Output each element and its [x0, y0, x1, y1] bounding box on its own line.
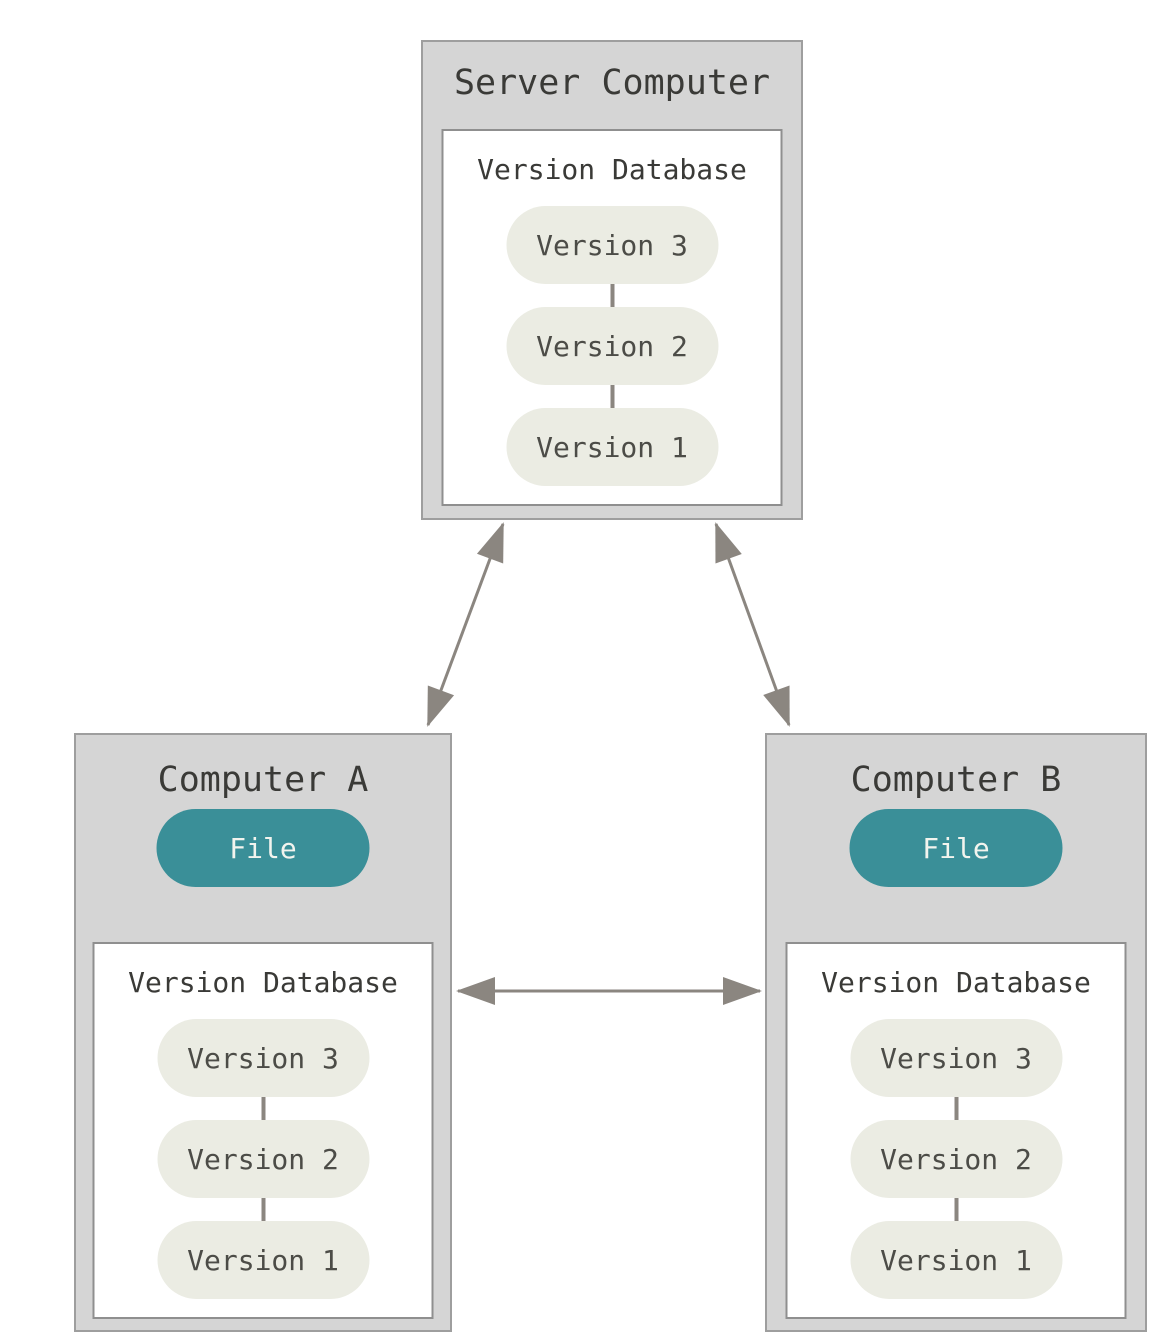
- computer-b-title: Computer B: [850, 760, 1062, 800]
- computer-b-version-database-box: Version Database Version 3 Version 2 Ver…: [785, 942, 1127, 1319]
- version-pill: Version 1: [850, 1221, 1062, 1299]
- version-pill: Version 2: [506, 307, 718, 385]
- version-pill: Version 3: [157, 1019, 369, 1097]
- version-pill: Version 2: [157, 1120, 369, 1198]
- version-pill: Version 3: [506, 206, 718, 284]
- server-computer-box: Server Computer Version Database Version…: [421, 40, 803, 520]
- version-link-line: [610, 284, 614, 307]
- server-version-database-box: Version Database Version 3 Version 2 Ver…: [441, 129, 783, 506]
- file-pill: File: [849, 809, 1063, 887]
- file-pill: File: [156, 809, 370, 887]
- computer-a-version-database-box: Version Database Version 3 Version 2 Ver…: [92, 942, 434, 1319]
- version-pill: Version 3: [850, 1019, 1062, 1097]
- version-link-line: [261, 1198, 265, 1221]
- version-pill: Version 1: [157, 1221, 369, 1299]
- computer-a-title: Computer A: [157, 760, 369, 800]
- version-pill: Version 2: [850, 1120, 1062, 1198]
- computer-b-box: Computer B File Version Database Version…: [765, 733, 1147, 1332]
- version-link-line: [261, 1097, 265, 1120]
- version-database-title: Version Database: [128, 966, 398, 999]
- version-link-line: [954, 1198, 958, 1221]
- version-link-line: [954, 1097, 958, 1120]
- sync-arrow-server-computer-b: [714, 522, 791, 727]
- sync-arrow-server-computer-a: [426, 522, 505, 727]
- server-computer-title: Server Computer: [453, 63, 771, 103]
- version-database-title: Version Database: [821, 966, 1091, 999]
- version-link-line: [610, 385, 614, 408]
- computer-a-box: Computer A File Version Database Version…: [74, 733, 452, 1332]
- version-database-title: Version Database: [477, 153, 747, 186]
- version-pill: Version 1: [506, 408, 718, 486]
